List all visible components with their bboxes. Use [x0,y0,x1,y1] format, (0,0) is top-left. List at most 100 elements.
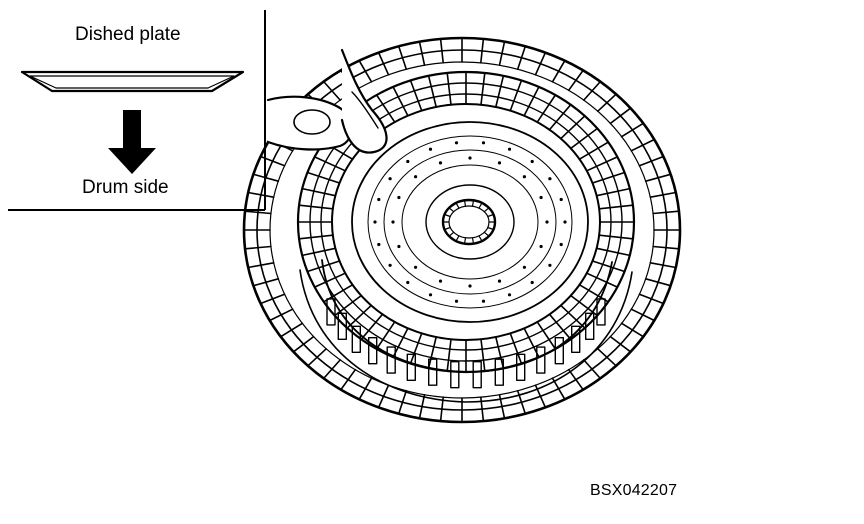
hub-dot [468,156,472,160]
drum-tooth-line [598,204,634,210]
hub-dot [397,244,401,249]
drum-tooth-line [578,141,610,160]
drum-tooth-line [567,69,584,92]
drum-tooth-line [360,313,384,341]
drum-tooth-line [609,335,632,353]
drum-tooth-line [444,226,451,231]
drum-tooth-line [630,308,656,322]
hub-dot [388,263,392,267]
hub-dot [373,220,377,224]
drum-tooth-line [455,202,460,209]
drum-tooth-line [478,202,483,209]
pack-slot [428,358,438,386]
drum-tooth-line [595,187,631,197]
drum-tooth-line [346,304,373,329]
drum-tooth-line [444,213,451,218]
clutch-drum-assembly-icon [242,36,682,424]
drum-tooth-line [638,293,665,305]
drum-tooth-line [649,191,677,198]
hub-dot [539,195,543,200]
pack-slot [585,312,595,340]
drum-tooth-line [292,335,315,353]
drum-tooth-line [301,187,337,197]
pack-slot [596,298,606,326]
drum-tooth-line [377,384,390,409]
hub-dot [522,265,527,269]
drum-tooth-line [252,173,280,182]
drum-tooth-line [313,156,347,172]
drum-tooth-line [397,389,408,415]
hub-dot [428,147,433,151]
hub-dot [481,141,486,145]
drum-tooth-line [652,210,680,215]
hub-dot [454,141,459,145]
drum-tooth-line [463,237,467,245]
pack-slot [326,298,336,326]
drum-tooth-line [298,234,334,240]
hub-dot [507,147,512,151]
drum-tooth-line [322,80,342,101]
hub-dot [388,177,392,181]
drum-tooth-line [567,368,584,391]
drum-tooth-line [585,156,619,172]
drum-tooth-line [313,272,347,288]
drum-tooth-line [377,51,390,76]
hub-dot [507,293,512,297]
pack-slot [406,353,416,381]
drum-tooth-line [559,304,586,329]
drum-tooth-line [392,86,409,117]
drum-tooth-line [301,247,337,257]
pack-slot [368,337,378,365]
drum-tooth-line [480,338,486,372]
hub-dot [545,220,549,224]
drum-tooth-line [591,171,626,184]
drum-tooth-line [427,75,438,108]
drum-tooth-line [609,107,632,125]
drum-tooth-line [409,332,423,365]
hub-dot [468,284,472,288]
hub-dot [414,265,418,269]
hub-dot [539,244,543,249]
drum-tooth-line [409,79,423,112]
drum-tooth-line [247,191,275,198]
drum-tooth-line [649,261,677,269]
figure-code: BSX042207 [590,482,678,499]
drum-tooth-line [306,171,341,184]
drum-tooth-line [279,322,304,338]
inset-title: Dished plate [75,24,181,45]
drum-tooth-line [487,213,494,218]
drum-tooth-line [487,226,494,231]
hub-dot [377,242,381,247]
pack-slot [571,325,581,353]
drum-tooth-line [494,75,505,108]
drum-tooth-line [598,234,634,240]
hub-dot [406,159,410,164]
drum-tooth-line [483,231,490,237]
drum-tooth-line [252,277,280,287]
hub-dot [391,220,395,224]
drum-tooth-line [569,127,599,150]
drum-tooth-line [471,199,475,207]
drum-tooth-line [259,293,286,305]
pack-slot [494,358,504,386]
drum-tooth-line [516,45,527,70]
drum-tooth-line [585,272,619,288]
hub-dot [481,299,486,303]
hub-dot [406,280,410,285]
drum-tooth-line [480,72,486,106]
drum-tooth-line [536,94,557,123]
drum-tooth-line [548,313,572,341]
hub-dot [438,161,443,165]
drum-tooth-line [591,260,626,273]
drum-tooth-line [471,237,475,245]
drum-tooth-line [247,261,275,269]
drum-tooth-line [652,245,680,250]
hub-dot [377,197,381,202]
drum-tooth-line [483,207,490,213]
drum-tooth-line [244,245,272,250]
drum-tooth-line [333,294,363,317]
hub-dot [522,175,527,179]
drum-tooth-line [620,322,645,338]
